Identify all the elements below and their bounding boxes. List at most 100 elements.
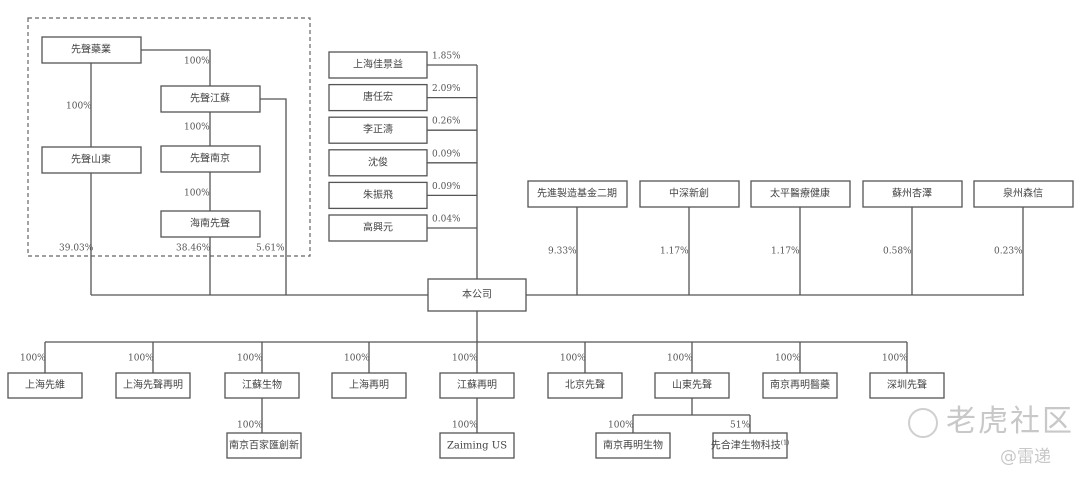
node-sub-subsidiary: 先合津生物科技(1) xyxy=(711,432,790,459)
node-label: 深圳先聲 xyxy=(887,378,927,391)
node-subsidiary: 南京再明醫藥 xyxy=(762,372,838,399)
node-label: 先合津生物科技(1) xyxy=(711,438,790,451)
pct-label: 1.85% xyxy=(432,52,461,62)
edge-shandong-branch xyxy=(632,398,751,433)
node-label: 先進製造基金二期 xyxy=(537,187,617,200)
node-label: 本公司 xyxy=(462,288,492,301)
pct-label: 5.61% xyxy=(256,244,285,254)
node-label: 江蘇再明 xyxy=(457,378,497,391)
node-label: 海南先聲 xyxy=(190,217,230,230)
node-investor: 蘇州杏澤 xyxy=(862,180,963,208)
node-label: 中深新創 xyxy=(669,187,709,200)
edge-parent-jiangsu xyxy=(141,49,211,86)
node-label: Zaiming US xyxy=(447,440,507,451)
node-individual-holder: 沈俊 xyxy=(328,149,428,177)
node-label: 太平醫療健康 xyxy=(770,187,830,200)
tiger-logo-icon xyxy=(908,407,938,438)
node-name: 南京再明生物 xyxy=(603,438,663,451)
pct-label: 39.03% xyxy=(59,244,94,254)
node-subsidiary: 山東先聲 xyxy=(654,372,730,399)
pct-label: 0.09% xyxy=(432,149,461,159)
node-subsidiary: 江蘇生物 xyxy=(224,372,300,399)
pct-label: 100% xyxy=(184,123,210,133)
node-label: 先聲藥業 xyxy=(71,43,111,56)
node-label: 沈俊 xyxy=(368,155,388,168)
node-label: 唐任宏 xyxy=(363,90,393,103)
pct-label: 100% xyxy=(775,354,801,364)
node-label: 南京再明醫藥 xyxy=(770,378,830,391)
node-name: 南京百家匯創新 xyxy=(229,438,299,451)
node-label: 蘇州杏澤 xyxy=(892,187,932,200)
node-subsidiary: 深圳先聲 xyxy=(869,372,945,399)
pct-label: 0.58% xyxy=(883,247,912,257)
pct-label: 100% xyxy=(560,354,586,364)
pct-label: 0.04% xyxy=(432,215,461,225)
node-group-jiangsu: 先聲江蘇 xyxy=(160,85,261,113)
node-sub-subsidiary: 南京百家匯創新 xyxy=(226,432,302,459)
node-investor: 太平醫療健康 xyxy=(750,180,851,208)
node-individual-holder: 上海佳景益 xyxy=(328,51,428,79)
footnote-marker: (1) xyxy=(781,439,790,446)
group-frame xyxy=(27,17,311,257)
node-individual-holder: 高興元 xyxy=(328,214,428,242)
node-label: 朱振飛 xyxy=(363,188,393,201)
node-label: 山東先聲 xyxy=(672,378,712,391)
node-investor: 中深新創 xyxy=(639,180,740,208)
pct-label: 9.33% xyxy=(548,247,577,257)
pct-label: 0.23% xyxy=(994,247,1023,257)
pct-label: 100% xyxy=(128,354,154,364)
node-subsidiary: 北京先聲 xyxy=(547,372,623,399)
node-label: 先聲江蘇 xyxy=(190,92,230,105)
node-label: 先聲南京 xyxy=(190,152,230,165)
node-subsidiary: 上海先聲再明 xyxy=(115,372,191,399)
pct-label: 2.09% xyxy=(432,84,461,94)
pct-label: 100% xyxy=(344,354,370,364)
node-name: Zaiming US xyxy=(447,440,507,451)
pct-label: 1.17% xyxy=(771,247,800,257)
node-label: 南京百家匯創新 xyxy=(229,438,299,451)
node-label: 上海再明 xyxy=(349,378,389,391)
pct-label: 100% xyxy=(237,354,263,364)
node-investor: 先進製造基金二期 xyxy=(527,180,628,208)
node-name: 先合津生物科技 xyxy=(711,438,781,451)
pct-label: 38.46% xyxy=(176,244,211,254)
node-label: 上海先聲再明 xyxy=(123,378,183,391)
node-investor: 泉州森信 xyxy=(973,180,1074,208)
node-company: 本公司 xyxy=(427,278,527,312)
pct-label: 100% xyxy=(20,354,46,364)
pct-label: 100% xyxy=(667,354,693,364)
pct-label: 100% xyxy=(608,421,634,431)
node-label: 李正濤 xyxy=(363,123,393,136)
node-subsidiary: 上海先維 xyxy=(7,372,83,399)
node-label: 先聲山東 xyxy=(71,153,111,166)
node-group-nanjing: 先聲南京 xyxy=(160,145,261,173)
node-label: 泉州森信 xyxy=(1003,187,1043,200)
edge-jiangsu-company xyxy=(260,98,287,295)
node-label: 高興元 xyxy=(363,221,393,234)
node-label: 南京再明生物 xyxy=(603,438,663,451)
pct-label: 100% xyxy=(452,354,478,364)
node-label: 江蘇生物 xyxy=(242,378,282,391)
pct-label: 100% xyxy=(882,354,908,364)
node-label: 上海先維 xyxy=(25,378,65,391)
pct-label: 100% xyxy=(184,57,210,67)
node-individual-holder: 唐任宏 xyxy=(328,83,428,112)
pct-label: 100% xyxy=(184,189,210,199)
pct-label: 100% xyxy=(66,102,92,112)
node-group-hainan: 海南先聲 xyxy=(160,210,261,238)
node-individual-holder: 朱振飛 xyxy=(328,181,428,210)
watermark-brand: 老虎社区 xyxy=(908,396,1074,440)
pct-label: 100% xyxy=(237,421,263,431)
node-subsidiary: 上海再明 xyxy=(331,372,407,399)
node-sub-subsidiary: Zaiming US xyxy=(439,432,515,459)
node-group-shandong: 先聲山東 xyxy=(41,146,142,174)
node-group-parent: 先聲藥業 xyxy=(41,36,142,64)
watermark-author: @雷递 xyxy=(1000,447,1051,467)
pct-label: 1.17% xyxy=(660,247,689,257)
node-subsidiary: 江蘇再明 xyxy=(439,372,515,399)
pct-label: 0.26% xyxy=(432,117,461,127)
node-individual-holder: 李正濤 xyxy=(328,116,428,144)
pct-label: 0.09% xyxy=(432,182,461,192)
node-sub-subsidiary: 南京再明生物 xyxy=(595,432,671,459)
